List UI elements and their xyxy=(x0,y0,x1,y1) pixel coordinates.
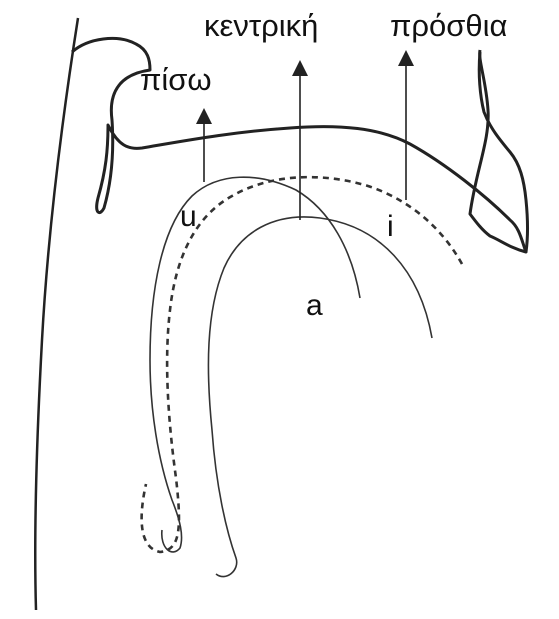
tongue-contour-i xyxy=(142,177,462,552)
tongue-contour-a xyxy=(208,217,432,577)
label-front: πρόσθια xyxy=(390,10,507,41)
label-vowel-u: u xyxy=(180,202,197,232)
upper-lip-outline xyxy=(479,52,527,252)
tongue-contour-u xyxy=(150,177,360,552)
label-back: πίσω xyxy=(140,64,212,95)
label-vowel-a: a xyxy=(306,291,323,321)
label-central: κεντρική xyxy=(204,10,318,41)
label-vowel-i: i xyxy=(387,212,394,242)
pharynx-back-wall xyxy=(35,18,78,610)
